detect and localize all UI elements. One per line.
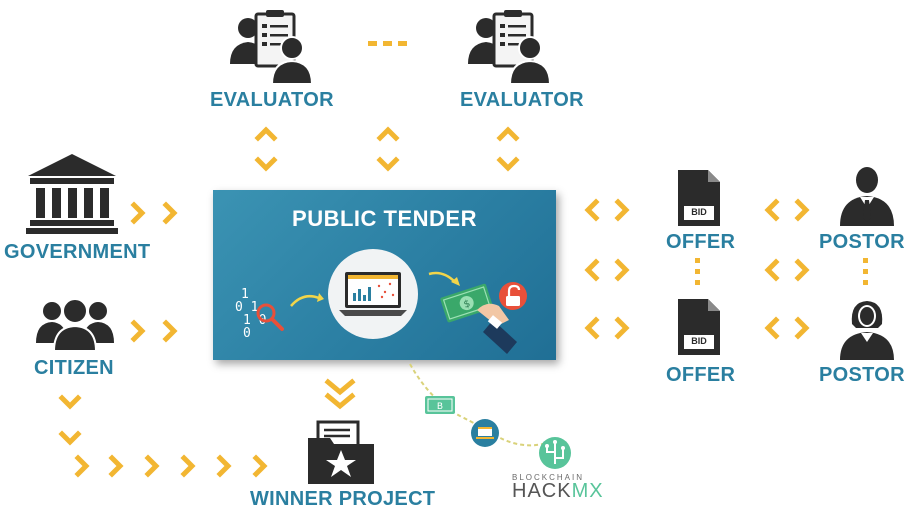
postor-woman-icon (840, 301, 894, 360)
blockchain-laptop-icon (471, 419, 499, 447)
blockchain-caption: BLOCKCHAIN (512, 473, 585, 482)
curved-arrow-icon (290, 293, 324, 307)
bid-text: BID (691, 207, 707, 217)
panel-offer-arrows (584, 198, 630, 340)
evaluator-label: EVALUATOR (210, 89, 334, 111)
evaluator-label: EVALUATOR (460, 89, 584, 111)
evaluator-icon (468, 10, 552, 85)
blockchain-logo-icon (539, 437, 571, 469)
citizen-arrows (130, 319, 178, 343)
winner-folder-icon (308, 420, 374, 484)
svg-text:B: B (437, 402, 443, 412)
magnifier-icon (256, 303, 284, 331)
binary-row: 0 (243, 326, 251, 341)
postor-man-icon (840, 167, 894, 226)
citizen-group-icon (36, 298, 114, 351)
government-arrows (130, 201, 178, 225)
bid-document-icon (678, 299, 720, 355)
money-hand-icon: $ (440, 282, 527, 354)
bid-text: BID (691, 336, 707, 346)
hackmx-logo-text: HACKMX (512, 480, 604, 503)
offer-ellipsis (695, 258, 700, 285)
evaluator-icon (230, 10, 314, 85)
bitcoin-bill-icon: B (425, 396, 455, 414)
panel-to-winner-arrows (324, 378, 356, 410)
hackmx-hack: HACK (512, 480, 572, 502)
binary-row: 0 1 (235, 300, 259, 315)
postor-label: POSTOR (819, 231, 905, 253)
panel-title: PUBLIC TENDER (292, 206, 477, 231)
offer-label: OFFER (666, 231, 736, 253)
evaluator-connector-arrows (254, 126, 520, 172)
citizen-label: CITIZEN (34, 357, 114, 379)
bid-document-icon (678, 170, 720, 226)
offer-label: OFFER (666, 364, 736, 386)
laptop-chart-icon (328, 249, 418, 339)
binary-row: 1 (241, 287, 249, 302)
curved-arrow-icon (428, 271, 460, 286)
hackmx-mx: MX (571, 480, 604, 502)
government-label: GOVERNMENT (4, 241, 151, 263)
offer-postor-arrows (764, 198, 810, 340)
citizen-to-winner-arrows (58, 394, 268, 478)
postor-ellipsis (863, 258, 868, 285)
public-tender-panel: PUBLIC TENDER 1 0 1 1 0 0 $ (213, 190, 556, 360)
svg-text:$: $ (462, 298, 471, 310)
postor-label: POSTOR (819, 364, 905, 386)
winner-project-label: WINNER PROJECT (250, 488, 436, 510)
evaluator-ellipsis (368, 41, 407, 46)
government-building-icon (26, 154, 118, 234)
